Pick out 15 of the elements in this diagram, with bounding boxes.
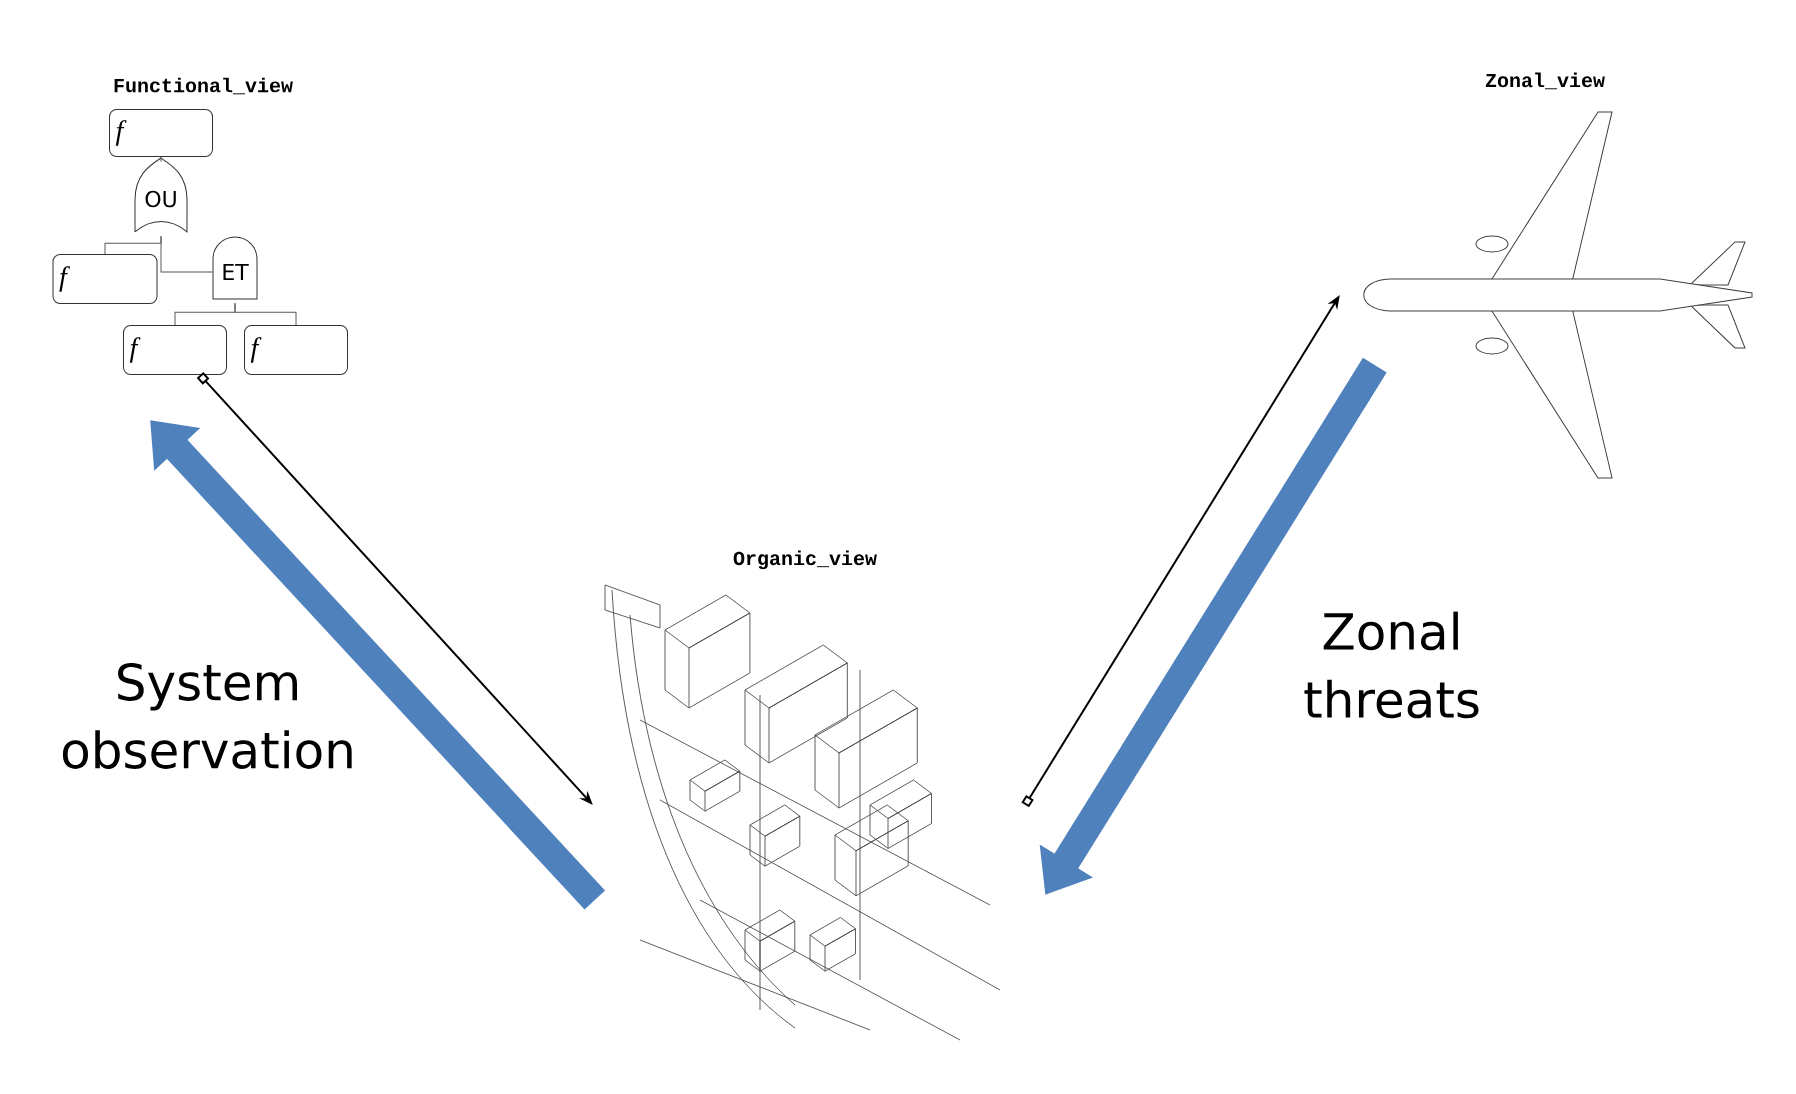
view-title: Zonal_view [1485, 72, 1605, 90]
airplane-drawing [1363, 111, 1753, 479]
connector-line [234, 302, 297, 326]
function-box: f [123, 325, 227, 375]
function-box: f [52, 254, 158, 304]
view-title: Organic_view [733, 550, 877, 570]
or-gate: OU [134, 157, 188, 233]
arrow-caption: System observation [62, 663, 352, 769]
function-box: f [109, 109, 213, 157]
equipment-rack-drawing [604, 584, 1001, 1041]
arrow-caption: Zonal threats [1304, 611, 1479, 719]
connector-line [160, 235, 214, 273]
and-gate: ET [212, 236, 258, 300]
connector-line [160, 156, 162, 163]
function-box: f [244, 325, 348, 375]
